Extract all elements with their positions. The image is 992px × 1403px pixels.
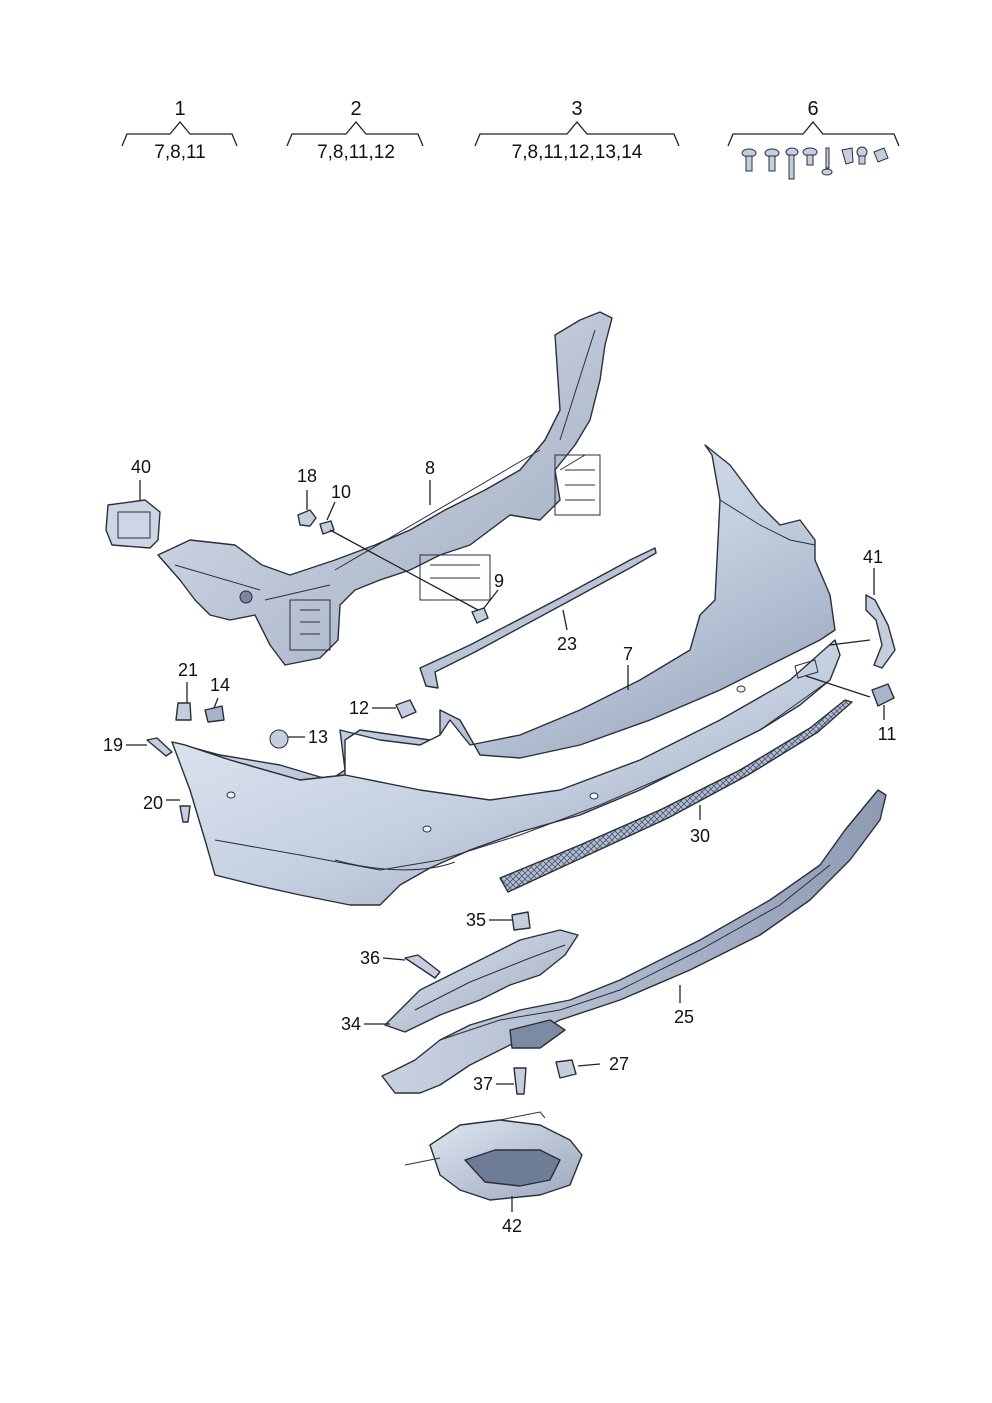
part-30-grille-strip: [499, 699, 853, 893]
part-19-screw: [146, 737, 173, 757]
part-14-bracket: [204, 705, 225, 723]
callout-9: 9: [494, 571, 504, 591]
callout-21: 21: [178, 660, 198, 680]
part-12-nut: [395, 699, 417, 719]
callout-36: 36: [360, 948, 380, 968]
callout-7: 7: [623, 644, 633, 664]
part-35-nut: [511, 911, 531, 931]
callout-42: 42: [502, 1216, 522, 1236]
part-21-clip: [175, 702, 192, 721]
group-1-contents: 7,8,11: [154, 142, 205, 163]
callout-8: 8: [425, 458, 435, 478]
part-36-screw: [404, 954, 441, 979]
part-37-screw: [513, 1067, 527, 1095]
part-25-diffuser: [381, 789, 887, 1094]
group-6: 6: [727, 98, 900, 180]
callout-labels: 40 18 10 8 9 23 7 41 11 21 14 12 13 19 2…: [103, 457, 896, 1236]
callout-12: 12: [349, 698, 369, 718]
group-3: 3 7,8,11,12,13,14: [474, 98, 680, 163]
group-1: 1 7,8,11: [121, 98, 238, 163]
group-6-number: 6: [807, 98, 818, 120]
part-7-bumper-cover: [171, 444, 841, 906]
callout-35: 35: [466, 910, 486, 930]
callout-37: 37: [473, 1074, 493, 1094]
callout-34: 34: [341, 1014, 361, 1034]
fastener-set-icons: [741, 146, 889, 180]
callout-23: 23: [557, 634, 577, 654]
callout-27: 27: [609, 1054, 629, 1074]
callout-11: 11: [878, 724, 897, 744]
callout-25: 25: [674, 1007, 694, 1027]
callout-13: 13: [308, 727, 328, 747]
group-3-contents: 7,8,11,12,13,14: [512, 142, 643, 163]
part-34-mounting-bracket: [384, 929, 579, 1033]
callout-14: 14: [210, 675, 230, 695]
part-9-clip: [471, 607, 489, 624]
group-2-number: 2: [350, 98, 361, 120]
part-13-nut: [269, 729, 289, 749]
part-41-bracket: [865, 594, 896, 669]
part-23-trim-strip: [419, 547, 657, 689]
group-2-contents: 7,8,11,12: [317, 142, 395, 163]
group-1-number: 1: [174, 98, 185, 120]
part-27-nut: [555, 1059, 577, 1079]
group-3-number: 3: [571, 98, 582, 120]
callout-20: 20: [143, 793, 163, 813]
part-8-bumper-carrier: [157, 311, 613, 666]
part-20-screw: [179, 805, 191, 823]
part-42-tailpipe-trim: [404, 1111, 583, 1201]
part-40-bracket: [105, 499, 161, 549]
callout-19: 19: [103, 735, 123, 755]
leader-lines: [126, 480, 885, 1212]
group-2: 2 7,8,11,12: [286, 98, 424, 163]
part-18-nut: [297, 509, 317, 527]
callout-40: 40: [131, 457, 151, 477]
callout-41: 41: [863, 547, 883, 567]
part-10-nut: [319, 520, 335, 535]
callout-18: 18: [297, 466, 317, 486]
callout-10: 10: [331, 482, 351, 502]
callout-30: 30: [690, 826, 710, 846]
part-11-cap: [871, 683, 895, 707]
